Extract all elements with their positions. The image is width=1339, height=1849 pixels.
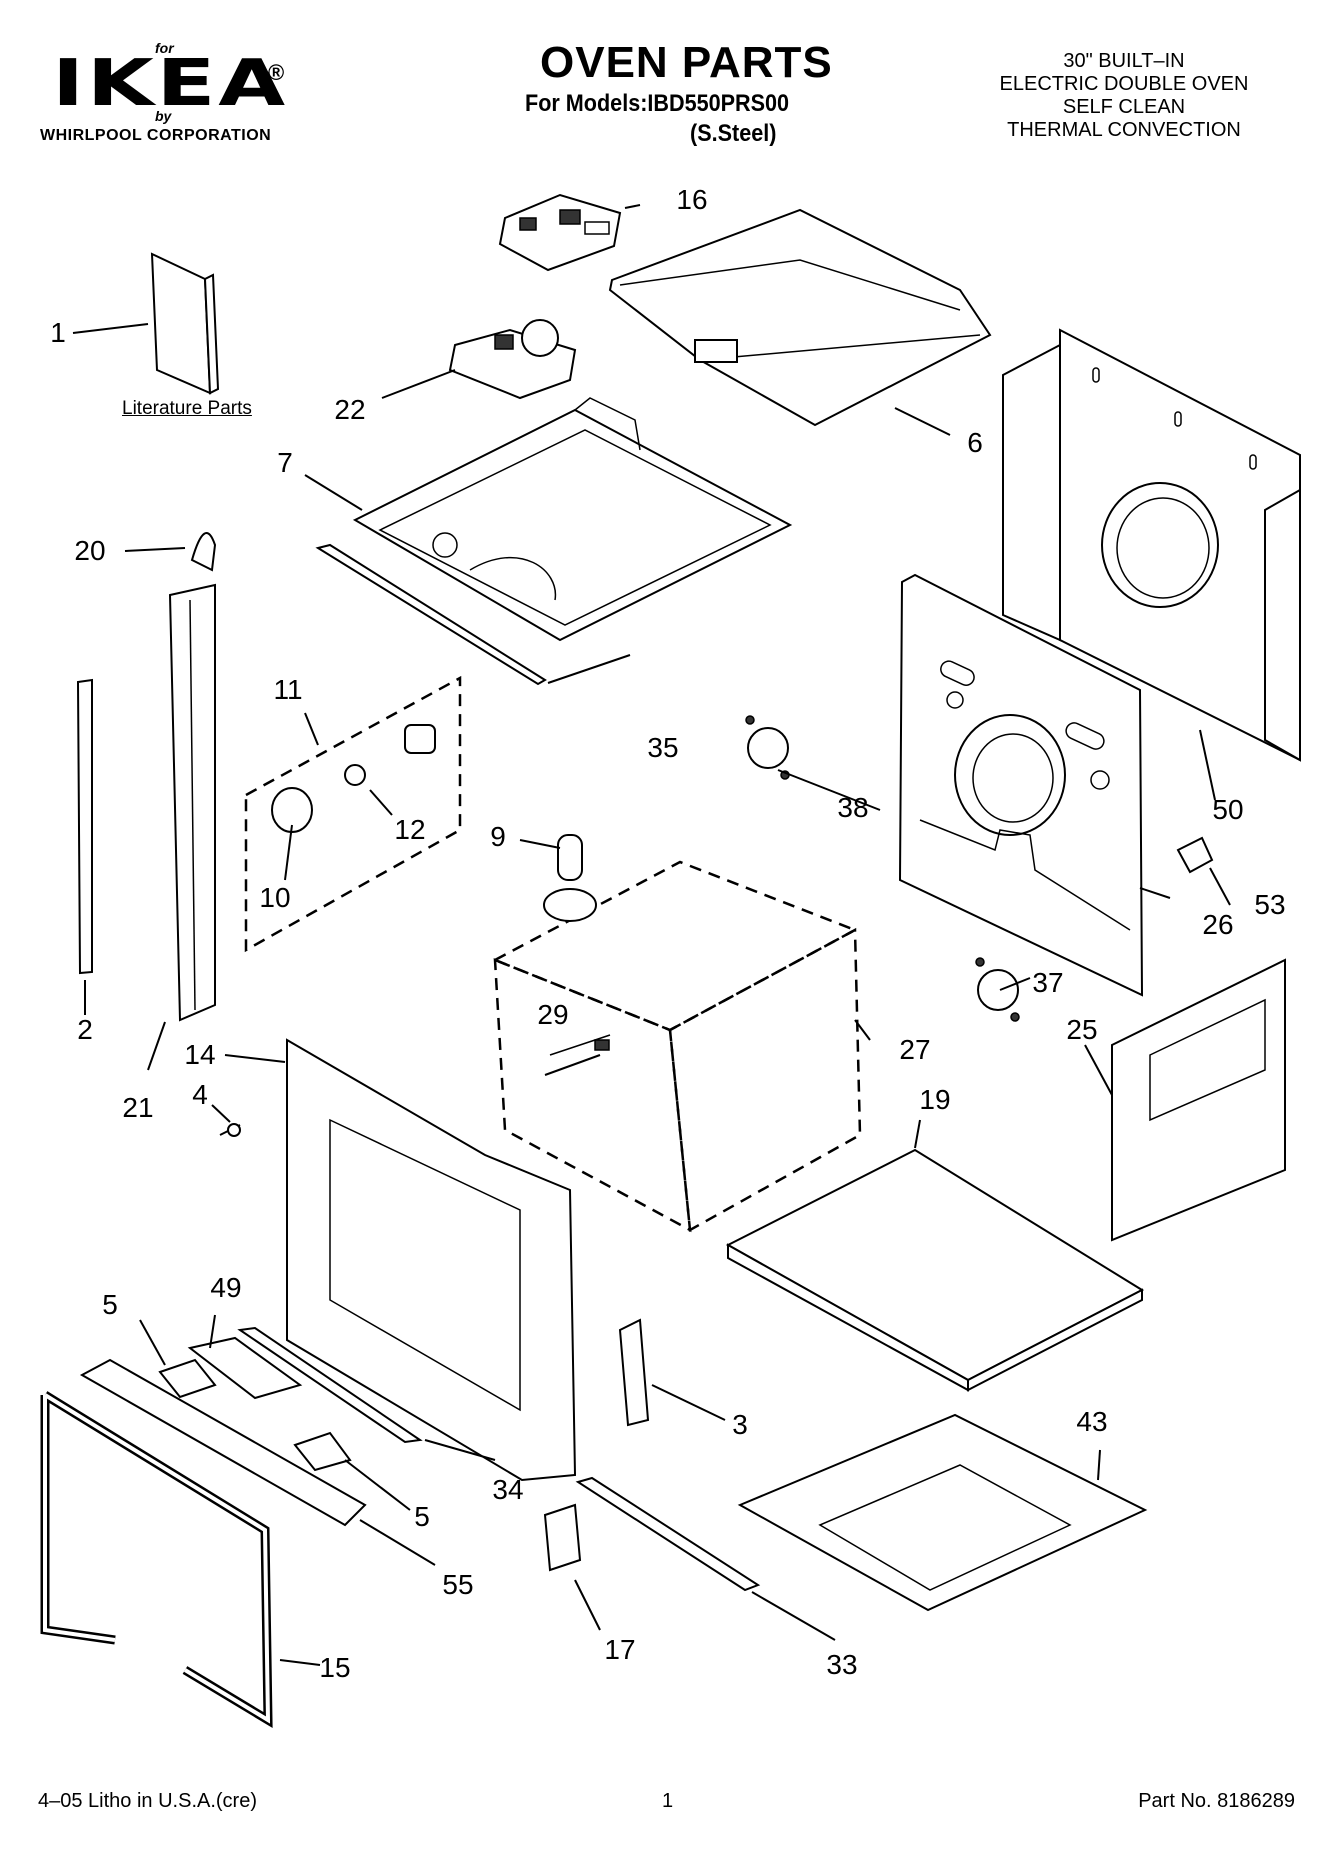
callout-25: 25: [1066, 1014, 1098, 1045]
part-16-control-board: [498, 193, 622, 272]
callout-50: 50: [1212, 794, 1244, 825]
spec-line: ELECTRIC DOUBLE OVEN: [999, 73, 1249, 95]
callout-55: 55: [442, 1569, 474, 1600]
brand-for-text: for: [155, 40, 174, 56]
part-50-rear-panel: [1002, 328, 1301, 762]
part-5-spacer: [158, 1358, 352, 1472]
callout-10: 10: [259, 882, 291, 913]
callout-49: 49: [210, 1272, 242, 1303]
literature-parts-label: Literature Parts: [122, 398, 252, 419]
callout-4: 4: [192, 1079, 208, 1110]
part-14-front-frame: [286, 1038, 577, 1482]
part-12-lamp: [344, 764, 366, 786]
part-34-strip: [237, 1326, 423, 1444]
callout-5a: 5: [102, 1289, 118, 1320]
registered-mark: ®: [268, 60, 285, 85]
callout-26: 26: [1202, 909, 1234, 940]
part-53-clip: [1176, 836, 1214, 874]
part-35-rail: [315, 543, 547, 686]
callout-22: 22: [334, 394, 366, 425]
callout-9: 9: [490, 821, 506, 852]
part-15-door-gasket: [40, 1391, 273, 1729]
ikea-logo: IKEA: [52, 47, 288, 121]
callout-2: 2: [77, 1014, 93, 1045]
callout-37: 37: [1032, 967, 1064, 998]
callout-34: 34: [492, 1474, 524, 1505]
part-7-top-frame: [352, 397, 793, 642]
callout-43: 43: [1076, 1406, 1108, 1437]
callout-5b: 5: [414, 1501, 430, 1532]
part-20-cap: [190, 532, 217, 572]
model-finish: (S.Steel): [690, 120, 777, 147]
part-22-fan-motor: [448, 319, 577, 400]
part-4-screw: [219, 1123, 241, 1137]
callout-15: 15: [319, 1652, 351, 1683]
callout-16: 16: [676, 184, 708, 215]
callout-19: 19: [919, 1084, 951, 1115]
callout-11: 11: [273, 674, 303, 705]
part-11-switch-group: [244, 675, 462, 953]
part-6-top-shield: [608, 208, 992, 427]
callout-14: 14: [184, 1039, 216, 1070]
part-17-bracket: [543, 1503, 582, 1572]
callout-1: 1: [50, 317, 66, 348]
callout-29: 29: [537, 999, 569, 1030]
part-25-side-panel: [1111, 958, 1286, 1242]
callout-27: 27: [899, 1034, 931, 1065]
callout-21: 21: [122, 1092, 154, 1123]
part-number: Part No. 8186289: [1138, 1790, 1295, 1812]
callout-7: 7: [277, 447, 293, 478]
model-number: For Models:IBD550PRS00: [525, 90, 790, 117]
part-2-side-trim: [76, 678, 93, 975]
brand-corporation: WHIRLPOOL CORPORATION: [40, 127, 272, 144]
part-55-vent-trim: [79, 1358, 367, 1527]
page-number: 1: [662, 1790, 674, 1812]
spec-line: SELF CLEAN: [1062, 96, 1186, 118]
callout-38: 38: [837, 792, 869, 823]
part-1-literature: [150, 252, 220, 395]
part-29-sensor: [544, 1039, 610, 1076]
callout-3: 3: [732, 1409, 748, 1440]
part-26-convection-shroud: [898, 573, 1144, 997]
brand-by-text: by: [155, 108, 172, 124]
part-33-strip: [575, 1476, 761, 1592]
part-38-thermostat: [745, 715, 790, 780]
part-3-bracket: [618, 1318, 650, 1427]
leader-lines: [72, 204, 1231, 1666]
page-title: OVEN PARTS: [540, 38, 833, 87]
part-37-thermostat: [975, 957, 1020, 1022]
callout-53: 53: [1254, 889, 1286, 920]
part-21-side-trim: [168, 583, 216, 1022]
spec-line: THERMAL CONVECTION: [1007, 119, 1241, 141]
spec-line: 30" BUILT–IN: [1063, 50, 1185, 72]
print-info: 4–05 Litho in U.S.A.(cre): [38, 1790, 257, 1812]
part-27-oven-cavity: [492, 834, 862, 1233]
callout-17: 17: [604, 1634, 636, 1665]
callout-35: 35: [647, 732, 679, 763]
part-49-insulation: [187, 1336, 303, 1400]
callout-6: 6: [967, 427, 983, 458]
callout-20: 20: [74, 535, 106, 566]
callout-12: 12: [394, 814, 426, 845]
callout-33: 33: [826, 1649, 858, 1680]
part-19-shelf: [725, 1148, 1145, 1392]
part-43-bottom-tray: [737, 1413, 1148, 1612]
